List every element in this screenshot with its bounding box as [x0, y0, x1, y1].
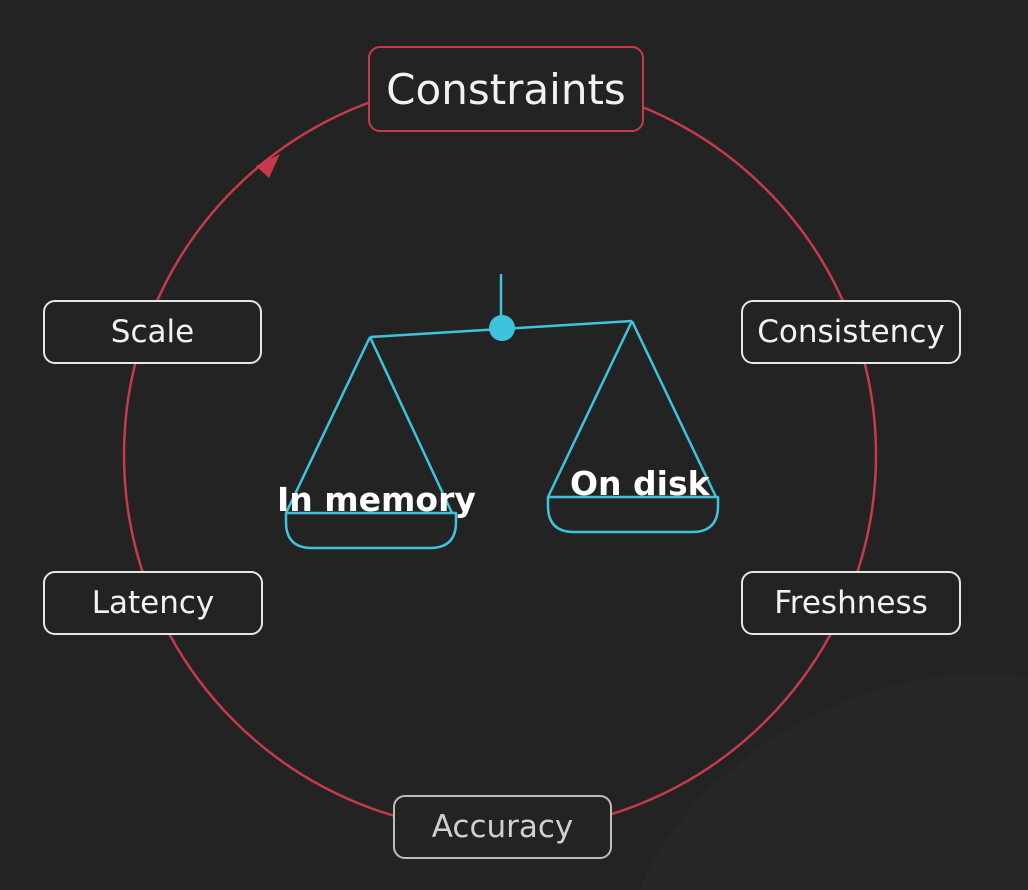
right-pan-bowl [546, 495, 720, 534]
right-pan-string-b [630, 320, 718, 498]
right-pan-string-a [546, 320, 634, 498]
accuracy-node: Accuracy [393, 795, 612, 859]
accuracy-label: Accuracy [431, 809, 574, 845]
in-memory-label: In memory [277, 480, 476, 519]
scale-label: Scale [110, 314, 195, 350]
cycle-ring [122, 77, 878, 833]
freshness-node: Freshness [741, 571, 961, 635]
freshness-label: Freshness [774, 585, 928, 621]
constraints-label: Constraints [386, 64, 626, 114]
scale-node: Scale [43, 300, 262, 364]
cycle-arrowhead-icon [256, 154, 280, 178]
on-disk-label: On disk [570, 464, 710, 503]
latency-node: Latency [43, 571, 263, 635]
latency-label: Latency [91, 585, 215, 621]
consistency-node: Consistency [741, 300, 961, 364]
balance-pivot [489, 315, 515, 341]
left-pan-string-b [368, 336, 454, 514]
constraints-node: Constraints [368, 46, 644, 132]
left-pan-bowl [284, 511, 458, 550]
consistency-label: Consistency [757, 314, 945, 350]
left-pan-string-a [284, 336, 372, 514]
